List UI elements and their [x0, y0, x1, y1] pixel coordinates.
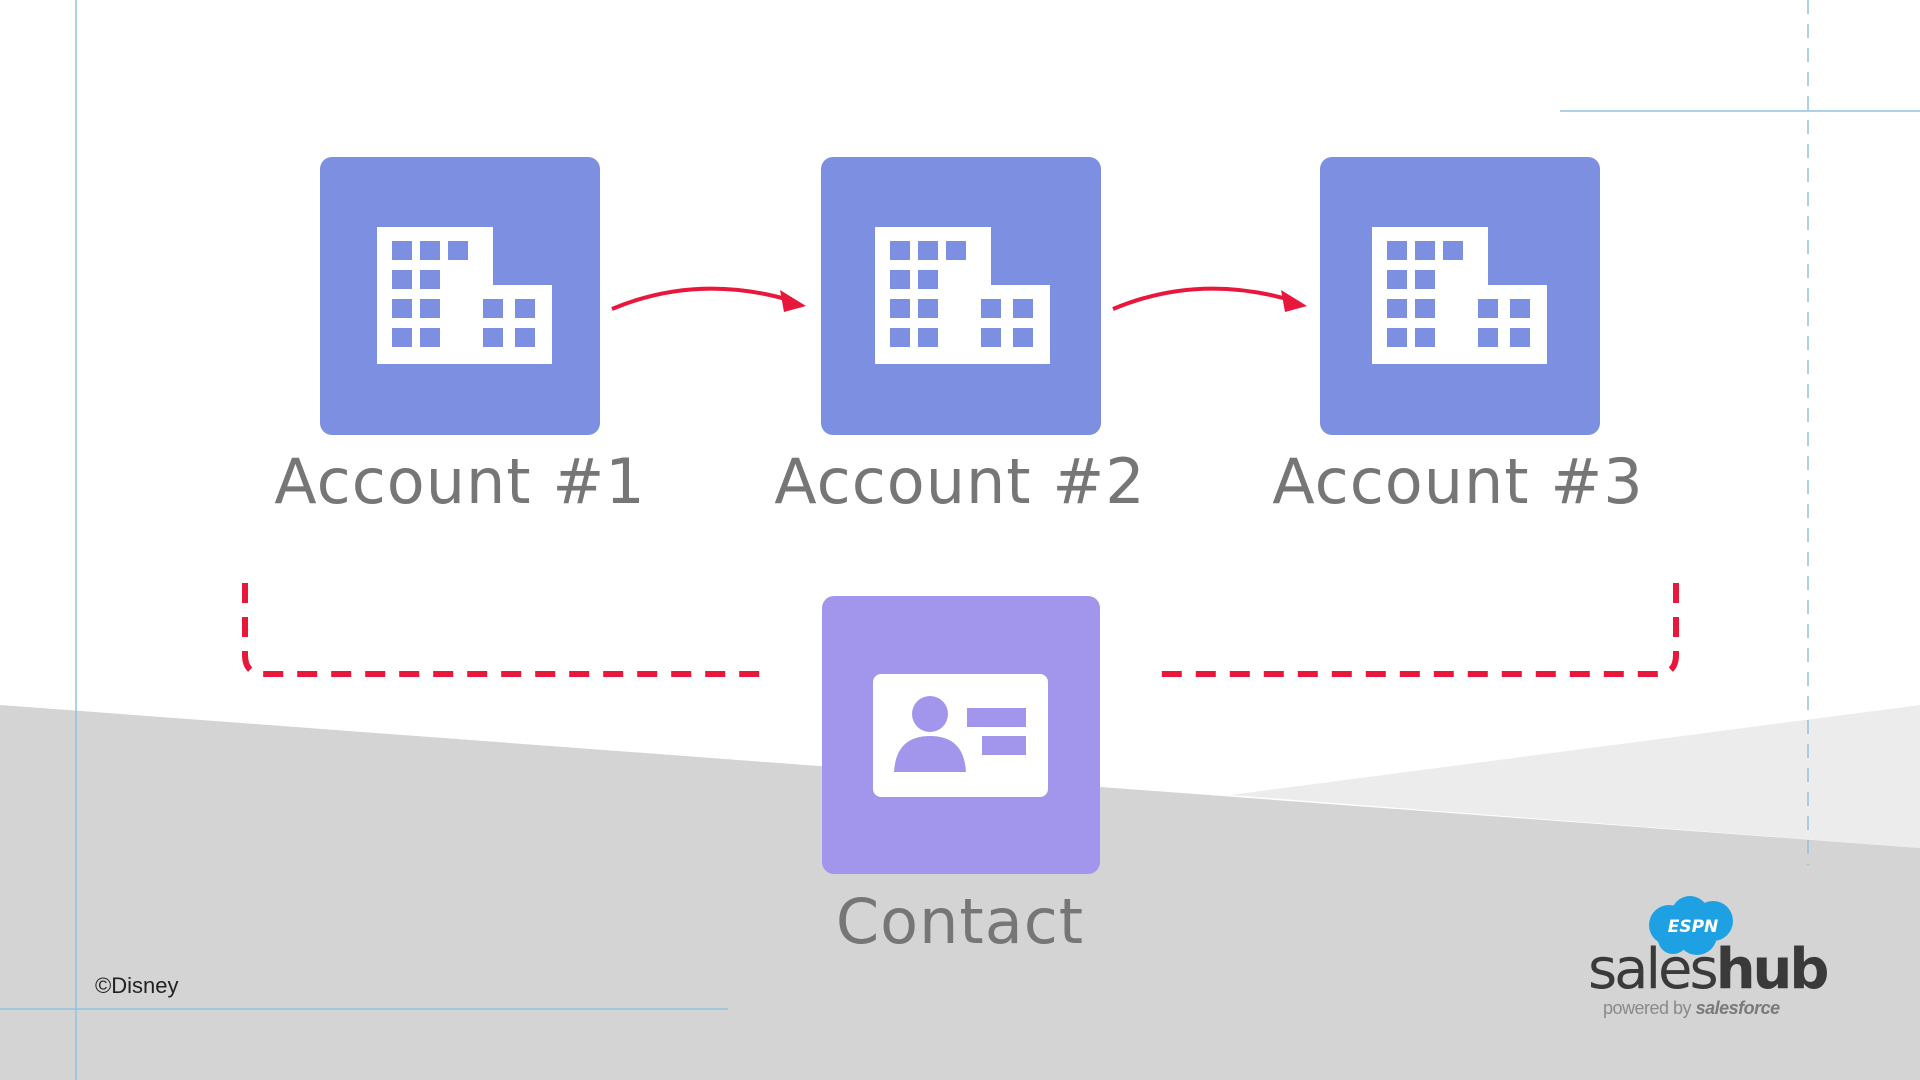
logo-tagline-brand: salesforce [1695, 998, 1781, 1018]
contact-card-icon [873, 674, 1048, 797]
light-gray-wedge [1230, 705, 1920, 848]
arrow-account1-to-account2 [611, 286, 797, 311]
account-1-label: Account #1 [274, 445, 646, 518]
logo-word-light: sales [1588, 937, 1719, 1002]
building-icon [377, 227, 552, 364]
copyright-text: ©Disney [95, 973, 179, 998]
building-icon [875, 227, 1050, 364]
logo-tagline: powered by salesforce [1603, 998, 1780, 1019]
dashed-connector-right [1157, 583, 1679, 677]
account-2-label: Account #2 [774, 445, 1146, 518]
saleshub-logo: ESPN saleshub powered by salesforce [1585, 895, 1830, 1025]
contact-tile [822, 596, 1100, 874]
account-1-tile [320, 157, 600, 435]
logo-badge-text: ESPN [1668, 917, 1719, 937]
logo-word-bold: hub [1715, 937, 1830, 1002]
building-icon [1372, 227, 1547, 364]
logo-wordmark: saleshub [1588, 937, 1830, 1002]
arrowhead-2 [1281, 290, 1307, 312]
dashed-connector-left [242, 583, 765, 677]
contact-label: Contact [835, 885, 1085, 958]
account-2-tile [821, 157, 1101, 435]
gray-background-band [0, 705, 1920, 1080]
cloud-icon: ESPN [1649, 896, 1733, 955]
account-3-label: Account #3 [1272, 445, 1644, 518]
arrowhead-1 [780, 290, 806, 312]
account-3-tile [1320, 157, 1600, 435]
logo-tagline-prefix: powered by [1603, 998, 1696, 1018]
arrow-account2-to-account3 [1112, 286, 1298, 311]
